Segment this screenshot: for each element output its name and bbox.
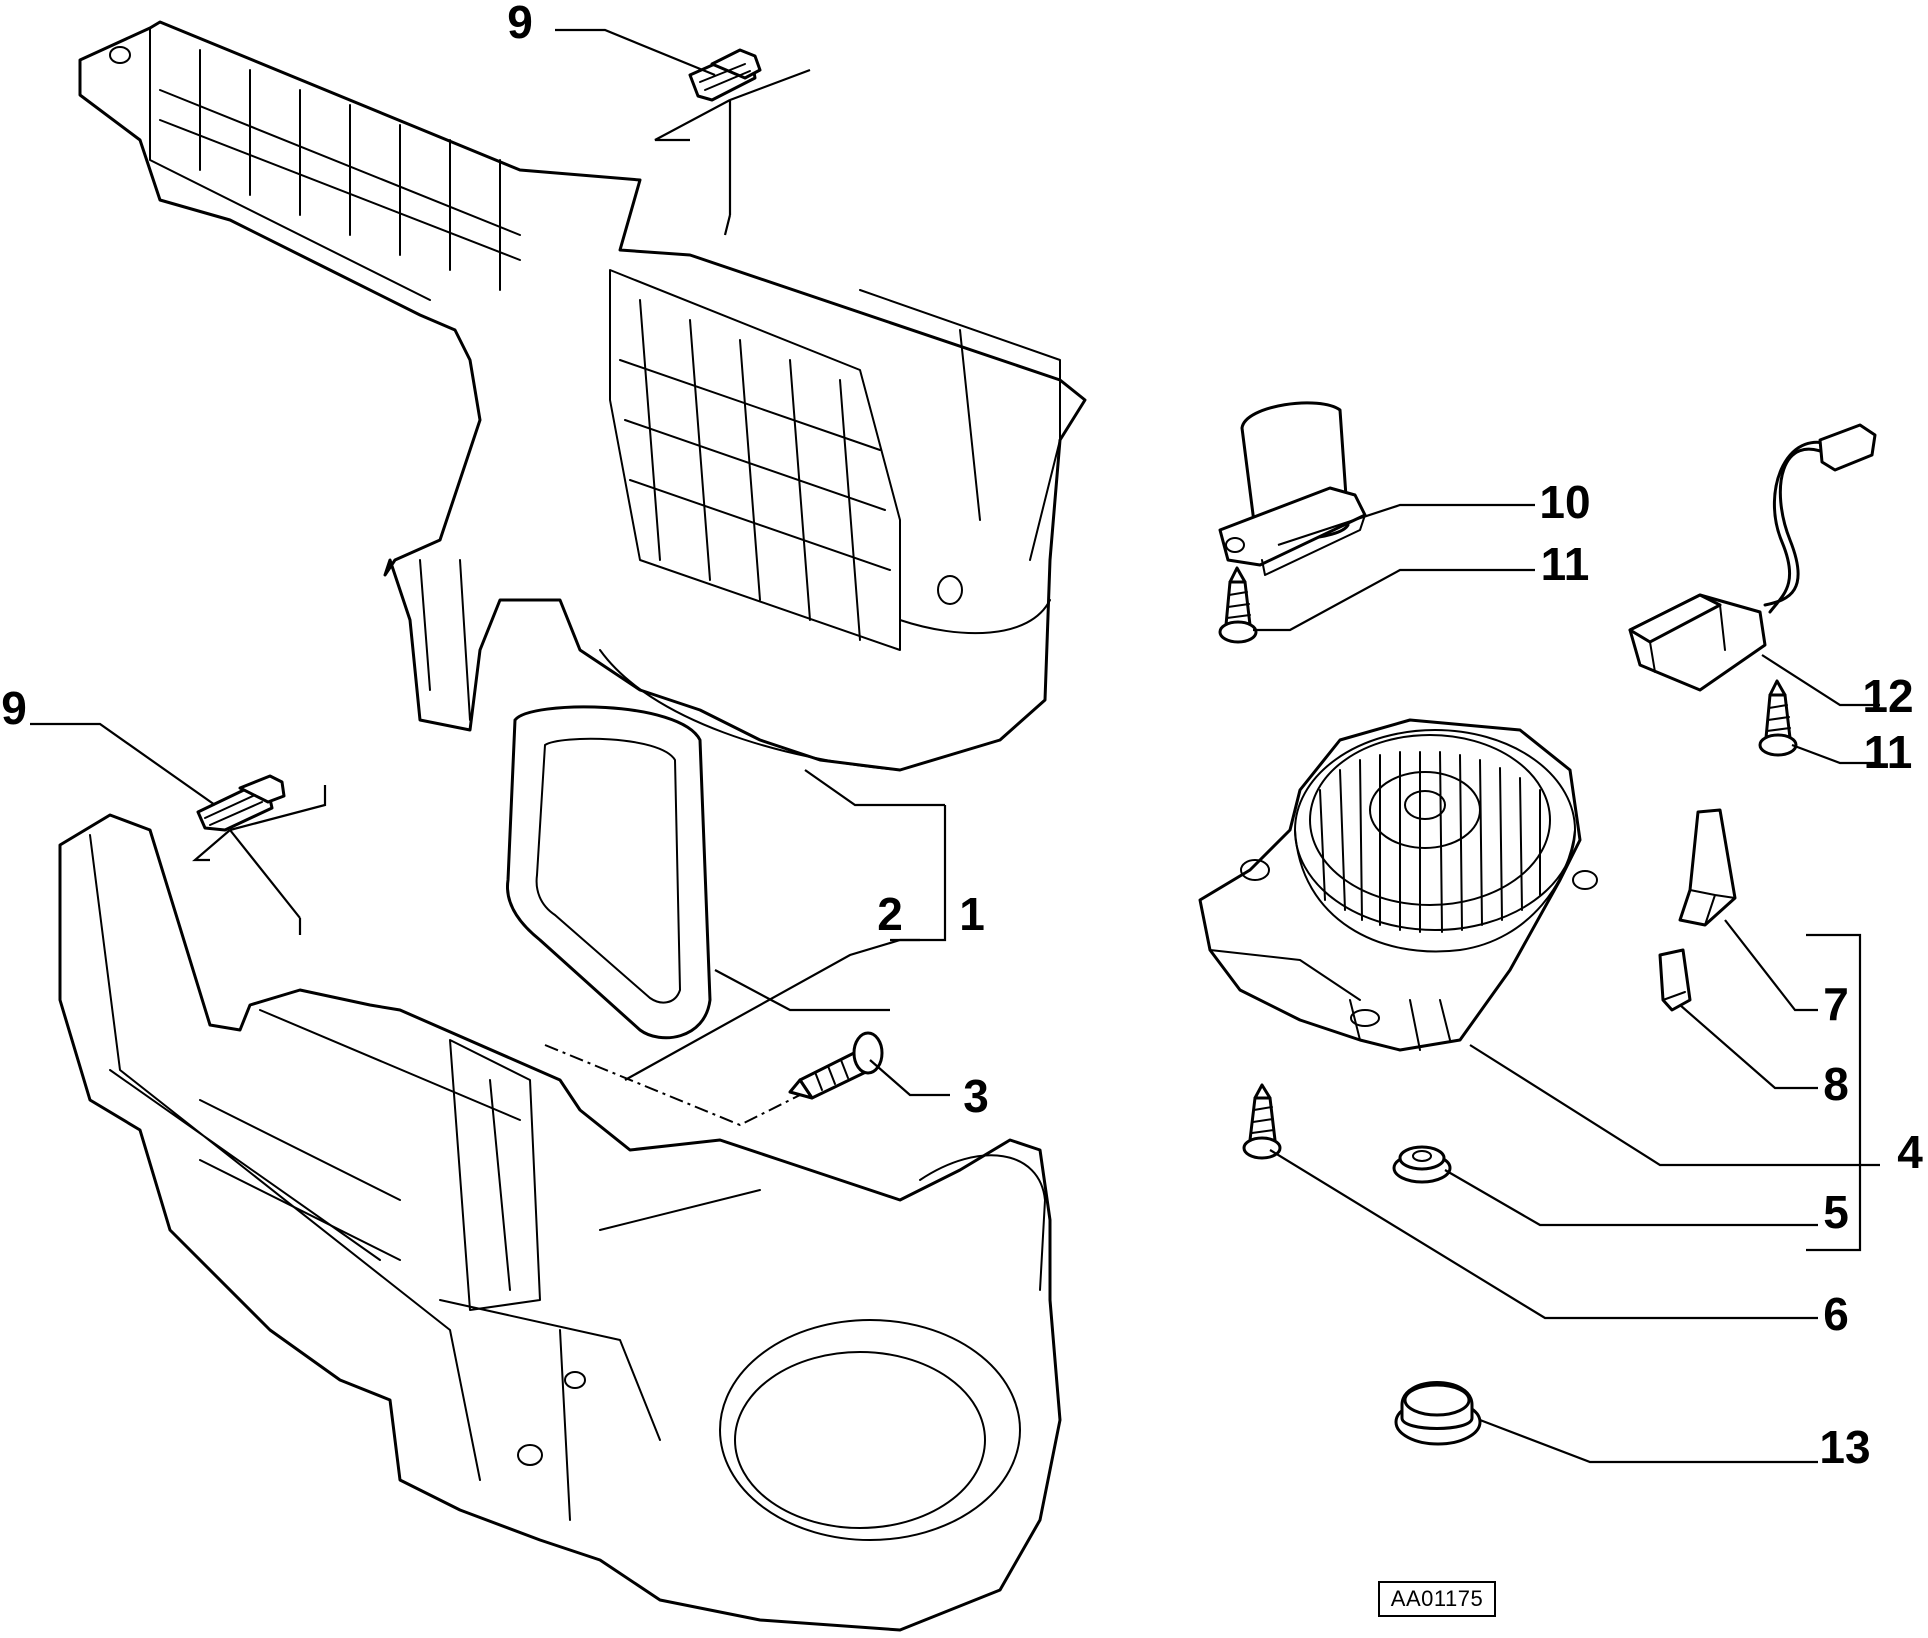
callout-3: 3 bbox=[963, 1070, 989, 1122]
blower-motor-4 bbox=[1198, 718, 1598, 1052]
callout-7: 7 bbox=[1823, 978, 1849, 1030]
callout-9-top: 9 bbox=[507, 0, 533, 48]
callout-11-lower: 11 bbox=[1864, 726, 1913, 778]
callout-4: 4 bbox=[1897, 1126, 1923, 1178]
screw-11-upper bbox=[1218, 566, 1258, 644]
callout-6: 6 bbox=[1823, 1288, 1849, 1340]
callout-8: 8 bbox=[1823, 1058, 1849, 1110]
callout-9-lower: 9 bbox=[1, 682, 27, 734]
callout-13: 13 bbox=[1819, 1421, 1870, 1473]
callout-1: 1 bbox=[959, 888, 985, 940]
air-seal-gasket bbox=[505, 705, 712, 1040]
screw-11-lower bbox=[1758, 679, 1798, 757]
screw-6 bbox=[1242, 1083, 1282, 1160]
upper-heater-housing bbox=[78, 20, 1087, 772]
callout-5: 5 bbox=[1823, 1186, 1849, 1238]
grommet-13 bbox=[1394, 1381, 1482, 1446]
callout-12: 12 bbox=[1862, 670, 1913, 722]
callout-11-upper: 11 bbox=[1541, 538, 1590, 590]
pad-8 bbox=[1658, 948, 1692, 1012]
clip-7 bbox=[1678, 808, 1737, 927]
leader-lines bbox=[30, 28, 1880, 1464]
resistor-module-10 bbox=[1218, 401, 1367, 576]
harness-connector-12 bbox=[1628, 423, 1877, 692]
screw-3 bbox=[788, 1031, 884, 1100]
drawing-reference-code: AA01175 bbox=[1378, 1581, 1496, 1617]
grommet-5 bbox=[1392, 1145, 1452, 1184]
stud-9-top bbox=[688, 48, 762, 102]
stud-9-lower bbox=[196, 774, 286, 832]
lower-heater-housing bbox=[58, 813, 1062, 1632]
callout-2: 2 bbox=[877, 888, 903, 940]
callout-10: 10 bbox=[1539, 476, 1590, 528]
callout-labels: 9 9 10 11 12 11 2 1 3 7 8 4 5 6 13 bbox=[1, 0, 1923, 1473]
